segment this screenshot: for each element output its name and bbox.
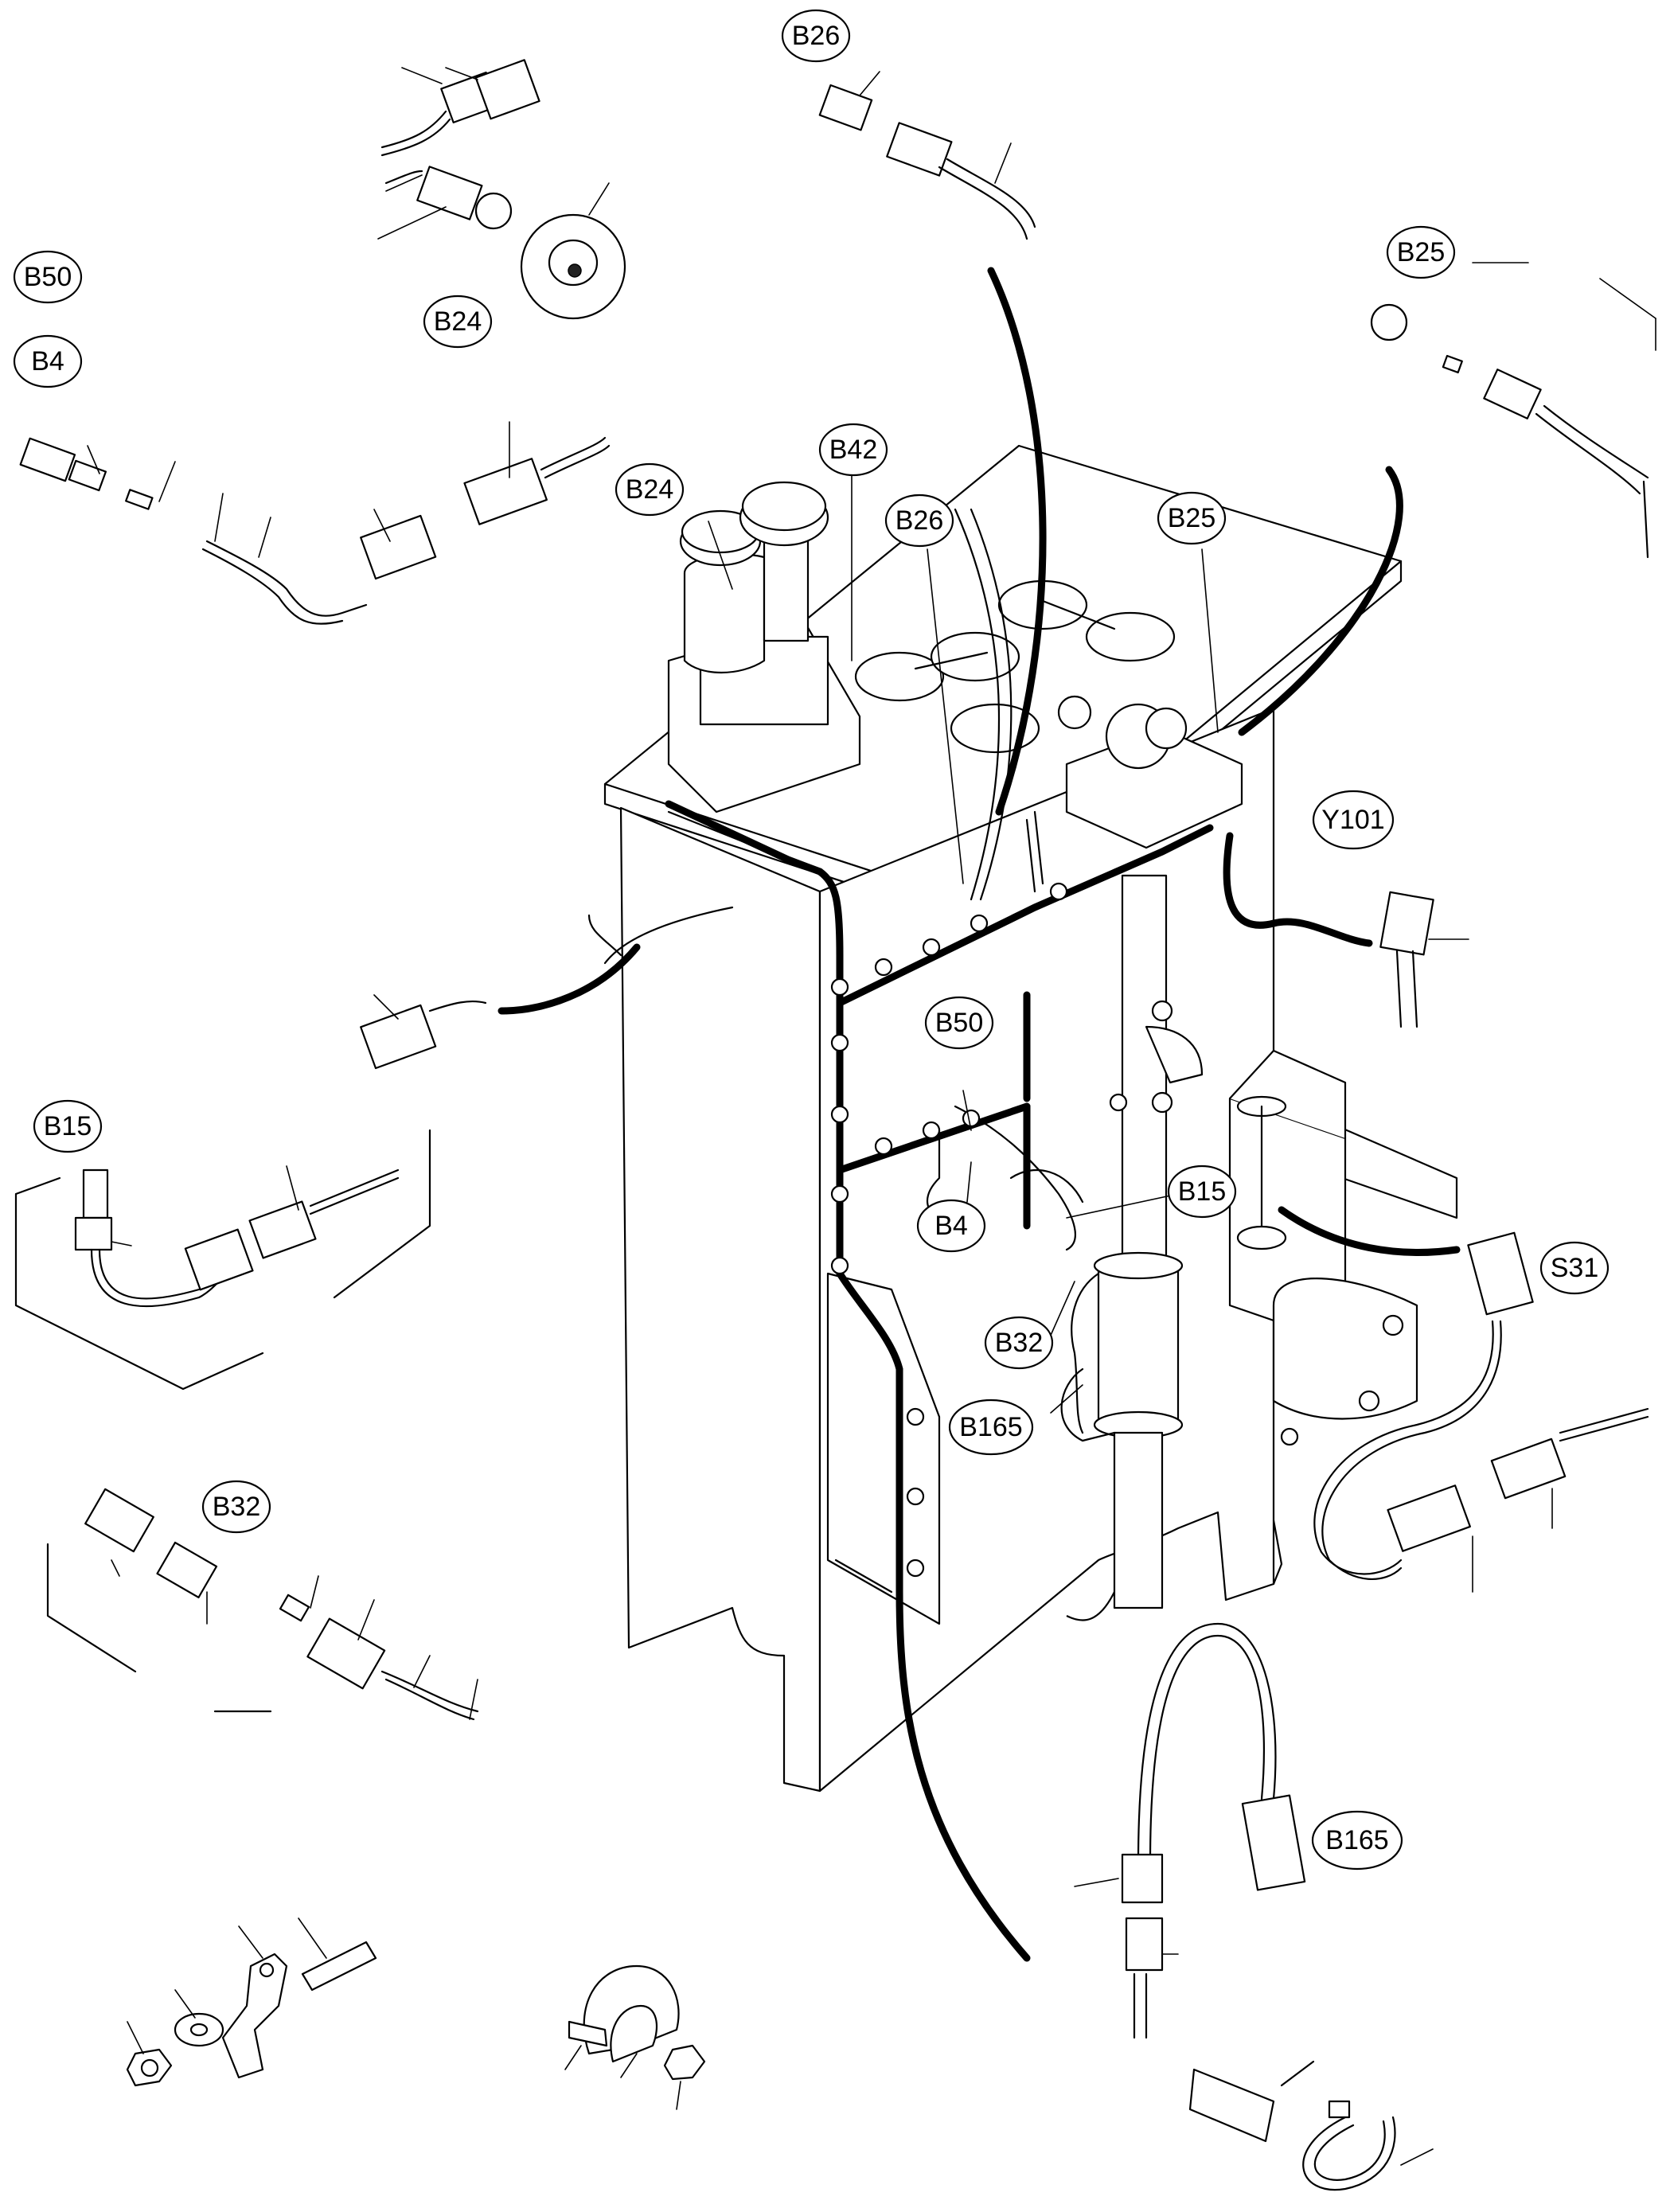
callout-b32-side[interactable]: B32 <box>201 1480 271 1534</box>
svg-text:B25: B25 <box>1397 237 1446 267</box>
leader-lines <box>708 473 1219 1414</box>
harness-clips <box>830 882 1068 1578</box>
callout-b15-side[interactable]: B15 <box>33 1099 103 1153</box>
svg-text:Y101: Y101 <box>1321 805 1384 835</box>
b32-sensor-detail <box>46 1488 479 1721</box>
callout-b50-unit[interactable]: B50 <box>924 996 994 1050</box>
svg-text:B4: B4 <box>934 1211 968 1241</box>
s31-switch-detail <box>1313 1231 1649 1593</box>
b26-sensor-detail <box>818 71 1036 240</box>
svg-text:B165: B165 <box>1325 1825 1388 1855</box>
callout-b25-top[interactable]: B25 <box>1386 225 1456 279</box>
callout-b32-unit[interactable]: B32 <box>984 1316 1054 1370</box>
top-components <box>667 481 1243 849</box>
svg-text:B25: B25 <box>1168 503 1216 533</box>
main-harness-cable <box>497 267 1461 1962</box>
main-cabinet <box>603 444 1458 1793</box>
callout-b165-side[interactable]: B165 <box>1311 1810 1403 1871</box>
hardware-bracket-set <box>126 1917 377 2087</box>
callout-b24-unit[interactable]: B24 <box>615 462 685 517</box>
svg-text:B32: B32 <box>995 1328 1044 1358</box>
svg-text:B26: B26 <box>792 21 841 51</box>
b25-sensor-detail <box>1370 262 1656 559</box>
b15-sensor-detail <box>14 1129 431 1391</box>
callout-b4-side[interactable]: B4 <box>13 334 83 388</box>
b4-b50-connector-detail <box>19 421 611 625</box>
callout-b42[interactable]: B42 <box>818 423 888 477</box>
callout-b26-top[interactable]: B26 <box>781 9 851 63</box>
callout-b165-unit[interactable]: B165 <box>948 1399 1034 1456</box>
svg-text:B24: B24 <box>434 306 482 337</box>
callout-s31[interactable]: S31 <box>1539 1241 1610 1295</box>
callout-y101[interactable]: Y101 <box>1312 790 1395 850</box>
callout-b4-unit[interactable]: B4 <box>916 1199 986 1253</box>
svg-text:B24: B24 <box>626 474 674 505</box>
svg-text:S31: S31 <box>1551 1253 1599 1283</box>
hardware-clamp-set <box>564 1964 706 2110</box>
callout-b15-unit[interactable]: B15 <box>1167 1165 1237 1219</box>
svg-text:B165: B165 <box>959 1412 1022 1442</box>
svg-text:B50: B50 <box>24 262 72 292</box>
svg-text:B42: B42 <box>829 435 878 465</box>
b24-connector-detail <box>377 59 626 320</box>
svg-text:B15: B15 <box>1178 1176 1227 1207</box>
mid-left-plug <box>360 994 487 1070</box>
svg-text:B32: B32 <box>213 1492 261 1522</box>
svg-text:B15: B15 <box>44 1111 92 1141</box>
callout-b50-side[interactable]: B50 <box>13 250 83 304</box>
tape-and-cable-tie <box>1188 2060 1434 2191</box>
y101-connector-detail <box>1379 891 1469 1028</box>
callout-b24-top[interactable]: B24 <box>423 295 493 349</box>
svg-text:B4: B4 <box>31 346 64 376</box>
svg-text:B26: B26 <box>895 505 944 536</box>
svg-text:B50: B50 <box>935 1008 984 1038</box>
callout-b26-unit[interactable]: B26 <box>884 494 954 548</box>
callout-b25-unit[interactable]: B25 <box>1157 491 1227 545</box>
b165-sensor-detail <box>1074 1622 1306 2039</box>
vertical-pipe <box>1066 874 1204 1621</box>
right-valve-block <box>1228 1049 1418 1446</box>
